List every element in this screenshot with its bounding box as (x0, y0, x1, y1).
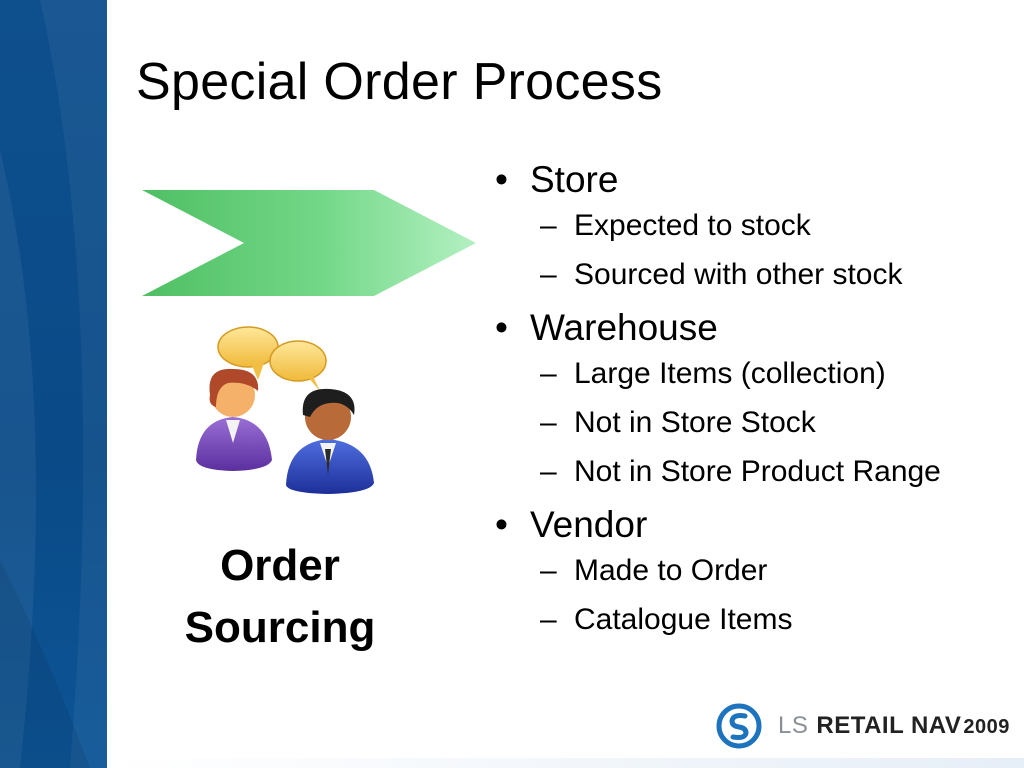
caption-line-2: Sourcing (184, 603, 376, 652)
bottom-band (107, 758, 1024, 768)
sub-bullet: –Catalogue Items (530, 600, 993, 640)
sub-bullet-text: Made to Order (574, 554, 768, 587)
ls-logo-icon (716, 703, 762, 749)
chevron-arrow-icon (142, 190, 476, 296)
sub-bullet: –Expected to stock (530, 206, 993, 246)
logo-year: 2009 (963, 716, 1010, 738)
sub-list: –Made to Order –Catalogue Items (530, 551, 993, 640)
bullet-dot: • (495, 307, 508, 348)
dash-glyph: – (540, 554, 557, 587)
bullet-list: • Store –Expected to stock –Sourced with… (493, 152, 993, 649)
caption-line-1: Order (220, 541, 340, 590)
sub-bullet-text: Not in Store Stock (574, 406, 816, 439)
dash-glyph: – (540, 455, 557, 488)
bullet-label: Warehouse (530, 307, 718, 348)
bullet-dot: • (495, 159, 508, 200)
bullet-vendor: • Vendor –Made to Order –Catalogue Items (493, 501, 993, 640)
logo-ls: LS (778, 712, 809, 739)
sub-bullet-text: Catalogue Items (574, 603, 793, 636)
bullet-store: • Store –Expected to stock –Sourced with… (493, 156, 993, 295)
sub-bullet: –Sourced with other stock (530, 255, 993, 295)
sub-bullet-text: Sourced with other stock (574, 258, 903, 291)
sub-list: –Expected to stock –Sourced with other s… (530, 206, 993, 295)
left-sidebar-band (0, 0, 107, 768)
two-people-chat-icon (196, 326, 374, 494)
sub-bullet-text: Large Items (collection) (574, 357, 886, 390)
dash-glyph: – (540, 406, 557, 439)
sub-bullet: –Not in Store Stock (530, 403, 993, 443)
bullet-label: Store (530, 159, 619, 200)
dash-glyph: – (540, 357, 557, 390)
sub-bullet-text: Expected to stock (574, 209, 811, 242)
order-sourcing-caption: Order Sourcing (170, 535, 390, 659)
logo-name: RETAIL NAV (816, 712, 962, 739)
dash-glyph: – (540, 258, 557, 291)
slide-title: Special Order Process (136, 53, 663, 111)
sub-bullet: –Not in Store Product Range (530, 452, 993, 492)
sub-bullet-text: Not in Store Product Range (574, 455, 941, 488)
bullet-warehouse: • Warehouse –Large Items (collection) –N… (493, 304, 993, 492)
bullet-label: Vendor (530, 504, 648, 545)
bullet-dot: • (495, 504, 508, 545)
sub-bullet: –Made to Order (530, 551, 993, 591)
dash-glyph: – (540, 209, 557, 242)
speech-bubble-icon (269, 340, 327, 391)
sub-bullet: –Large Items (collection) (530, 354, 993, 394)
dash-glyph: – (540, 603, 557, 636)
sub-list: –Large Items (collection) –Not in Store … (530, 354, 993, 492)
